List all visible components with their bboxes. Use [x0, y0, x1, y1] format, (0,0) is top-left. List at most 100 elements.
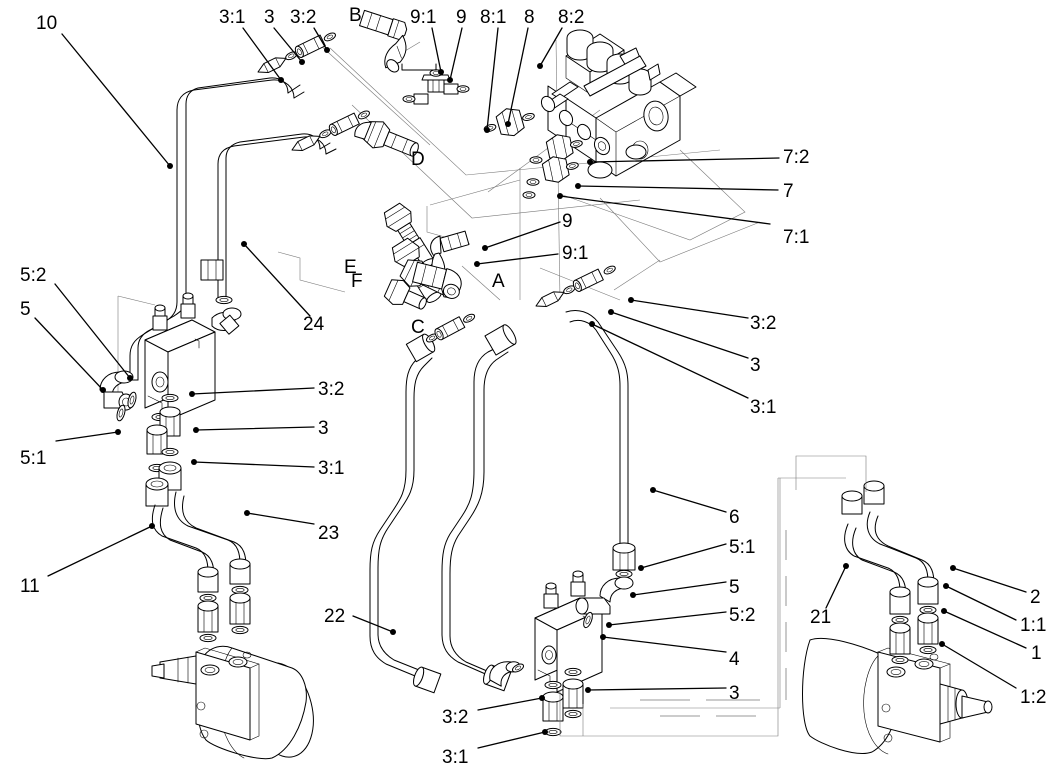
elbow-fitting-c-left — [383, 279, 427, 310]
callout-label-5-2: 5:2 — [20, 265, 47, 286]
leader-line-8-2 — [539, 27, 563, 67]
callout-label-3-1: 3:1 — [318, 458, 345, 479]
callout-label-3-1: 3:1 — [750, 397, 777, 418]
leader-dot-3-1 — [589, 321, 595, 327]
phantom-routing-lines — [559, 455, 867, 737]
callout-label-3: 3 — [750, 355, 761, 376]
leader-dot-8-1 — [484, 127, 490, 133]
fitting-cluster-7 — [522, 134, 584, 199]
leader-dot-7-1 — [557, 193, 563, 199]
leader-dot-9 — [482, 245, 488, 251]
leader-dot-7-2 — [587, 159, 593, 165]
leader-line-9-1 — [431, 27, 442, 73]
callout-label-4: 4 — [729, 649, 740, 670]
pump-motor-right — [802, 637, 993, 755]
leader-line-3-2 — [313, 27, 328, 51]
callout-label-5: 5 — [729, 577, 740, 598]
leader-line-3 — [610, 311, 749, 359]
leader-line-3-2 — [630, 299, 749, 319]
assembly-left-tube-10 — [129, 77, 337, 381]
callout-label-1-1: 1:1 — [1020, 615, 1047, 636]
callout-label-24: 24 — [303, 314, 325, 335]
leader-line-1 — [943, 610, 1027, 649]
leader-dot-3-2 — [189, 391, 195, 397]
callout-label-1: 1 — [1031, 643, 1042, 664]
leader-line-9 — [449, 27, 463, 81]
callout-label-8-1: 8:1 — [480, 7, 507, 28]
elbow-fitting-B — [359, 9, 408, 73]
callout-label-7-1: 7:1 — [783, 227, 810, 248]
callout-label-3: 3 — [264, 7, 275, 28]
leader-dot-6 — [650, 487, 656, 493]
fitting-stack-left — [145, 393, 182, 507]
leader-line-3-2 — [191, 387, 315, 395]
leader-dot-3 — [585, 687, 591, 693]
callout-label-9: 9 — [456, 7, 467, 28]
leader-dot-3-1 — [278, 77, 284, 83]
callout-label-1-2: 1:2 — [1020, 687, 1047, 708]
leader-dot-5-2 — [606, 622, 612, 628]
leader-dot-3 — [193, 427, 199, 433]
leader-dot-11 — [149, 523, 155, 529]
callout-label-8: 8 — [524, 7, 535, 28]
leader-line-21 — [825, 565, 847, 609]
callout-label-9-1: 9:1 — [562, 243, 589, 264]
valve-manifold-block — [540, 29, 697, 179]
callout-label-C: C — [411, 317, 425, 338]
leader-dot-3-1 — [542, 729, 548, 735]
dash-dot-lines — [640, 530, 787, 717]
leader-dot-7 — [575, 183, 581, 189]
leader-line-3-1 — [242, 27, 282, 81]
callout-label-3-2: 3:2 — [442, 707, 469, 728]
leader-line-3-1 — [193, 461, 315, 468]
leader-dot-8 — [505, 121, 511, 127]
callout-label-D: D — [411, 149, 425, 170]
leader-dot-24 — [241, 241, 247, 247]
leader-line-5-2 — [54, 283, 131, 379]
callout-label-5-1: 5:1 — [20, 448, 47, 469]
leader-line-22 — [352, 615, 394, 633]
valve-block-center-bottom — [489, 570, 634, 737]
tee-fitting-top — [401, 63, 470, 105]
hose-pair-11-23 — [151, 491, 251, 643]
leader-dot-5-1 — [638, 565, 644, 571]
leader-dot-5 — [630, 592, 636, 598]
callout-label-9-1: 9:1 — [410, 7, 437, 28]
callout-label-3: 3 — [318, 418, 329, 439]
leader-dot-3-2 — [324, 47, 330, 53]
callout-leader-lines — [34, 27, 1027, 749]
leader-line-3 — [587, 687, 727, 691]
fitting-chain-top-left — [255, 30, 338, 77]
callout-label-5: 5 — [20, 299, 31, 320]
leader-dot-1-1 — [943, 583, 949, 589]
leader-line-5-1 — [55, 431, 119, 442]
hose-22 — [369, 324, 517, 694]
leader-dot-3-1 — [191, 459, 197, 465]
leader-line-2 — [952, 567, 1027, 593]
leader-line-9-1 — [476, 253, 559, 265]
elbow-fitting-D — [354, 121, 419, 157]
valve-block-left — [99, 259, 242, 423]
callout-label-3-1: 3:1 — [219, 7, 246, 28]
leader-line-8-1 — [486, 27, 499, 131]
leader-dot-3 — [299, 59, 305, 65]
callout-label-3-2: 3:2 — [318, 379, 345, 400]
leader-line-10 — [61, 33, 171, 167]
callout-label-E: E — [344, 257, 357, 278]
callout-label-3: 3 — [729, 683, 740, 704]
callout-label-6: 6 — [729, 507, 740, 528]
leader-dot-5 — [100, 387, 106, 393]
leader-line-1-2 — [941, 643, 1017, 689]
leader-dot-3-2 — [628, 297, 634, 303]
leader-dot-4 — [600, 634, 606, 640]
leader-line-4 — [602, 636, 727, 653]
callout-label-11: 11 — [20, 576, 40, 597]
callout-label-3-1: 3:1 — [442, 747, 469, 768]
fitting-chain-right-center — [533, 264, 617, 311]
leader-line-9 — [484, 221, 561, 249]
leader-dot-23 — [244, 510, 250, 516]
leader-line-23 — [246, 512, 315, 525]
callout-label-7-2: 7:2 — [783, 147, 810, 168]
